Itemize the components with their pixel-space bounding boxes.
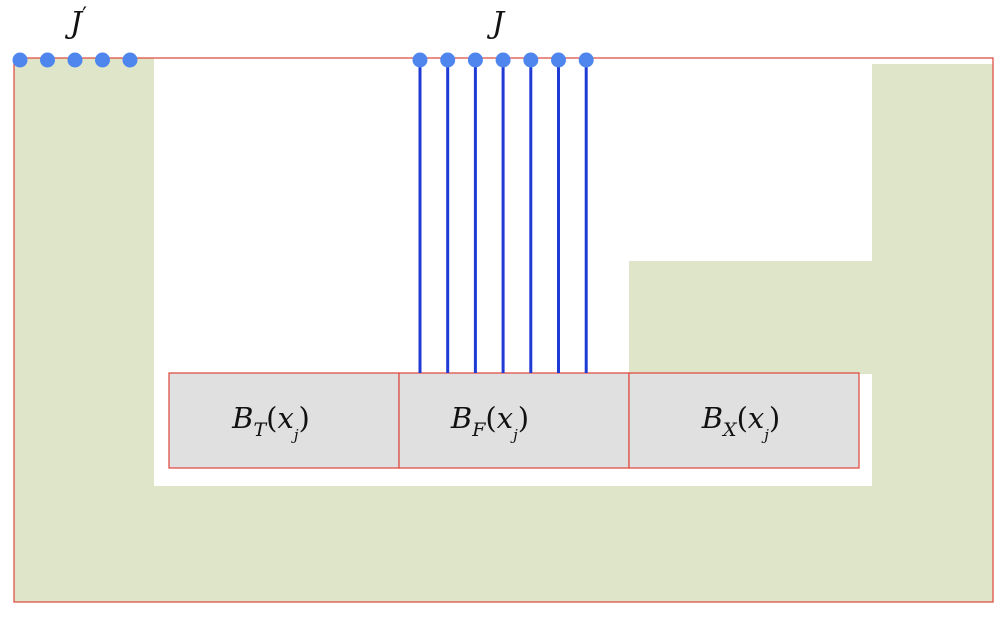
box-bt-close: ) <box>298 401 310 435</box>
j-prime-dot-1 <box>12 52 28 68</box>
box-bx-arg: x <box>747 401 765 435</box>
j-prime-dot-2 <box>40 52 55 68</box>
label-j-text: J <box>492 6 505 41</box>
j-prime-dot-3 <box>67 52 83 68</box>
j-prime-dot-group <box>12 52 138 68</box>
j-dot-3 <box>467 52 483 68</box>
box-bt-base: B <box>232 401 254 435</box>
j-dot-5 <box>523 52 539 68</box>
box-bf-open: ( <box>485 401 497 435</box>
green-right-column <box>872 64 993 602</box>
box-bt-arg: x <box>277 401 294 435</box>
label-j-prime-mark: ′ <box>82 4 88 29</box>
box-bt <box>168 372 400 469</box>
label-j-prime-base: J <box>70 6 83 41</box>
j-dot-2 <box>440 52 456 68</box>
j-dot-group <box>412 52 594 68</box>
box-bf-close: ) <box>517 401 530 435</box>
box-bx-argsub: j <box>764 426 769 444</box>
box-bx-base: B <box>701 401 724 435</box>
box-bt-open: ( <box>266 401 278 435</box>
j-prime-dot-5 <box>122 52 138 68</box>
box-bt-sub: T <box>253 419 267 441</box>
green-region <box>14 58 993 602</box>
box-bx-label: BX(xj) <box>701 401 781 444</box>
green-bottom-band <box>14 486 993 602</box>
j-dot-7 <box>578 52 594 68</box>
box-bx <box>628 372 860 469</box>
label-j-prime: J′ <box>70 4 88 41</box>
box-bf-base: B <box>450 401 473 435</box>
box-bx-close: ) <box>768 401 781 435</box>
j-dot-4 <box>495 52 511 68</box>
box-bf-label: BF(xj) <box>450 401 530 444</box>
box-bf-sub: F <box>472 419 486 441</box>
green-step-block <box>629 261 872 374</box>
box-bf-argsub: j <box>513 426 518 444</box>
box-row <box>168 372 860 469</box>
box-bt-label: BT(xj) <box>232 401 310 444</box>
box-bt-argsub: j <box>293 426 299 444</box>
j-dot-1 <box>412 52 428 68</box>
box-bf-arg: x <box>496 401 514 435</box>
box-bx-open: ( <box>736 401 748 435</box>
box-bx-sub: X <box>723 419 737 441</box>
label-j: J <box>492 6 504 41</box>
box-bf <box>398 372 630 469</box>
wire-group <box>418 60 588 373</box>
j-dot-6 <box>551 52 566 68</box>
j-prime-dot-4 <box>95 52 110 68</box>
